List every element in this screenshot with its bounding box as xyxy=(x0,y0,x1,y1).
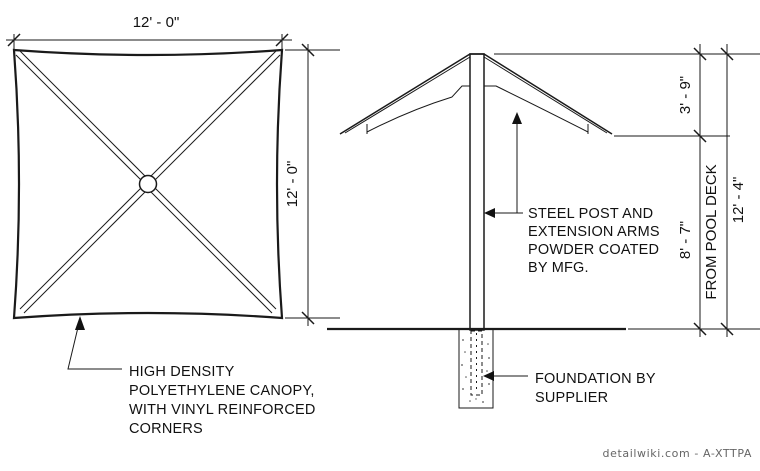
foundation xyxy=(458,328,494,409)
post-sleeve xyxy=(470,330,483,396)
reference-label: FROM POOL DECK xyxy=(703,164,720,299)
plan-view xyxy=(12,48,284,320)
plan-depth-dimension: 12' - 0" xyxy=(284,43,340,326)
plan-depth-label: 12' - 0" xyxy=(284,161,301,208)
post-leader xyxy=(484,112,523,218)
foundation-leader xyxy=(483,371,528,381)
canopy-elevation xyxy=(339,53,613,135)
canopy-plan-outline xyxy=(12,48,284,320)
canopy-height-label: 3' - 9" xyxy=(677,76,694,114)
plan-width-dimension: 12' - 0" xyxy=(6,14,292,52)
steel-post xyxy=(469,53,485,331)
overall-height-label: 12' - 4" xyxy=(730,177,747,224)
concrete-hatch xyxy=(461,339,490,403)
watermark: detailwiki.com - A-XTTPA xyxy=(603,447,753,460)
canopy-leader xyxy=(67,316,122,370)
elevation-dimensions: 3' - 9" 8' - 7" FROM POOL DECK 12' - 4" xyxy=(494,44,760,337)
canopy-note: HIGH DENSITY POLYETHYLENE CANOPY, WITH V… xyxy=(129,364,320,437)
post-note: STEEL POST AND EXTENSION ARMS POWDER COA… xyxy=(528,206,664,276)
post-height-label: 8' - 7" xyxy=(677,221,694,259)
foundation-note: FOUNDATION BY SUPPLIER xyxy=(535,371,660,406)
canopy-ribs xyxy=(15,50,281,314)
center-hub xyxy=(138,174,158,194)
plan-width-label: 12' - 0" xyxy=(133,14,180,31)
elevation-view xyxy=(327,53,626,409)
